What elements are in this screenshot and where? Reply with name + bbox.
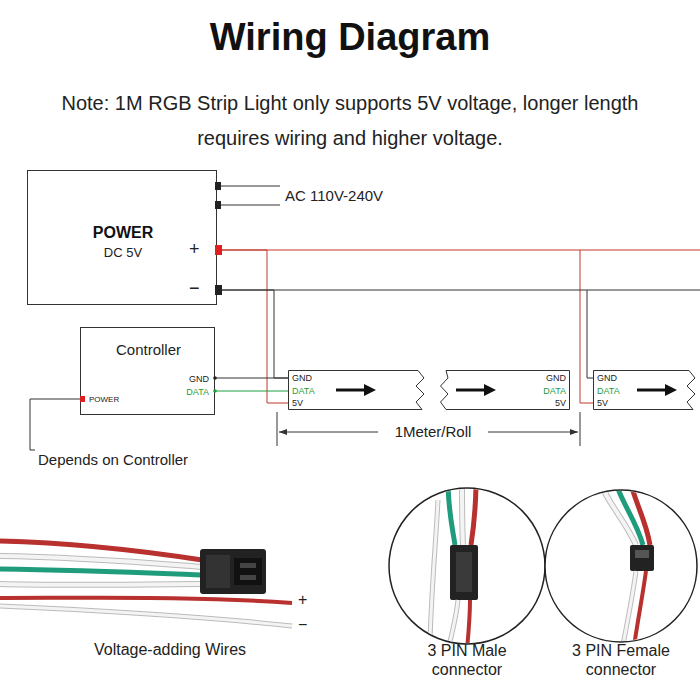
- ac-wire: [221, 186, 280, 187]
- wire: [215, 378, 288, 379]
- node-text: 5V: [555, 398, 566, 408]
- wire-photo: [0, 541, 292, 626]
- wire: [215, 391, 288, 392]
- ac-wire: [221, 205, 280, 206]
- power-supply-box: POWERDC 5V: [27, 170, 217, 305]
- wire: [217, 290, 288, 378]
- node-text: DATA: [186, 387, 209, 397]
- label: −: [189, 278, 200, 299]
- male-connector-picture: [389, 480, 545, 660]
- node-text: GND: [546, 373, 566, 383]
- label: AC 110V-240V: [285, 187, 383, 204]
- node-text: DATA: [292, 386, 315, 396]
- dimension-arrow: [279, 429, 287, 435]
- node-text: 5V: [292, 398, 303, 408]
- wire: [217, 250, 288, 403]
- node-text: GND: [189, 374, 209, 384]
- node-text: GND: [597, 373, 617, 383]
- dimension-arrow: [570, 429, 578, 435]
- dimension-tick: [277, 412, 278, 446]
- node-text: 5V: [597, 398, 608, 408]
- led-strip-segment: GND DATA 5V: [593, 370, 697, 410]
- controller-box: ControllerGND DATA POWER: [80, 327, 215, 415]
- label: 1Meter/Roll: [378, 423, 488, 440]
- label: Voltage-adding Wires: [50, 641, 290, 659]
- led-strip-segment: GND DATA 5V: [440, 370, 570, 410]
- label: +: [298, 591, 307, 609]
- label: 3 PIN Male connector: [402, 641, 532, 679]
- dimension-tick: [580, 412, 581, 446]
- female-connector-picture: [545, 480, 697, 660]
- node-text: DATA: [543, 386, 566, 396]
- label: −: [298, 616, 307, 634]
- leader-line: [30, 399, 82, 450]
- label: 3 PIN Female connector: [556, 641, 686, 679]
- led-strip-segment: GND DATA 5V: [288, 370, 430, 410]
- label: Note: 1M RGB Strip Light only supports 5…: [40, 86, 660, 156]
- plus-wire: [580, 250, 700, 251]
- title: Wiring Diagram: [0, 16, 700, 60]
- label: +: [189, 239, 200, 260]
- node-text: POWER: [89, 395, 119, 404]
- node-text: Controller: [81, 341, 216, 358]
- label: Depends on Controller: [38, 451, 188, 468]
- node-text: DATA: [597, 386, 620, 396]
- node-text: GND: [292, 373, 312, 383]
- minus-wire: [587, 290, 700, 291]
- wire: [217, 290, 593, 378]
